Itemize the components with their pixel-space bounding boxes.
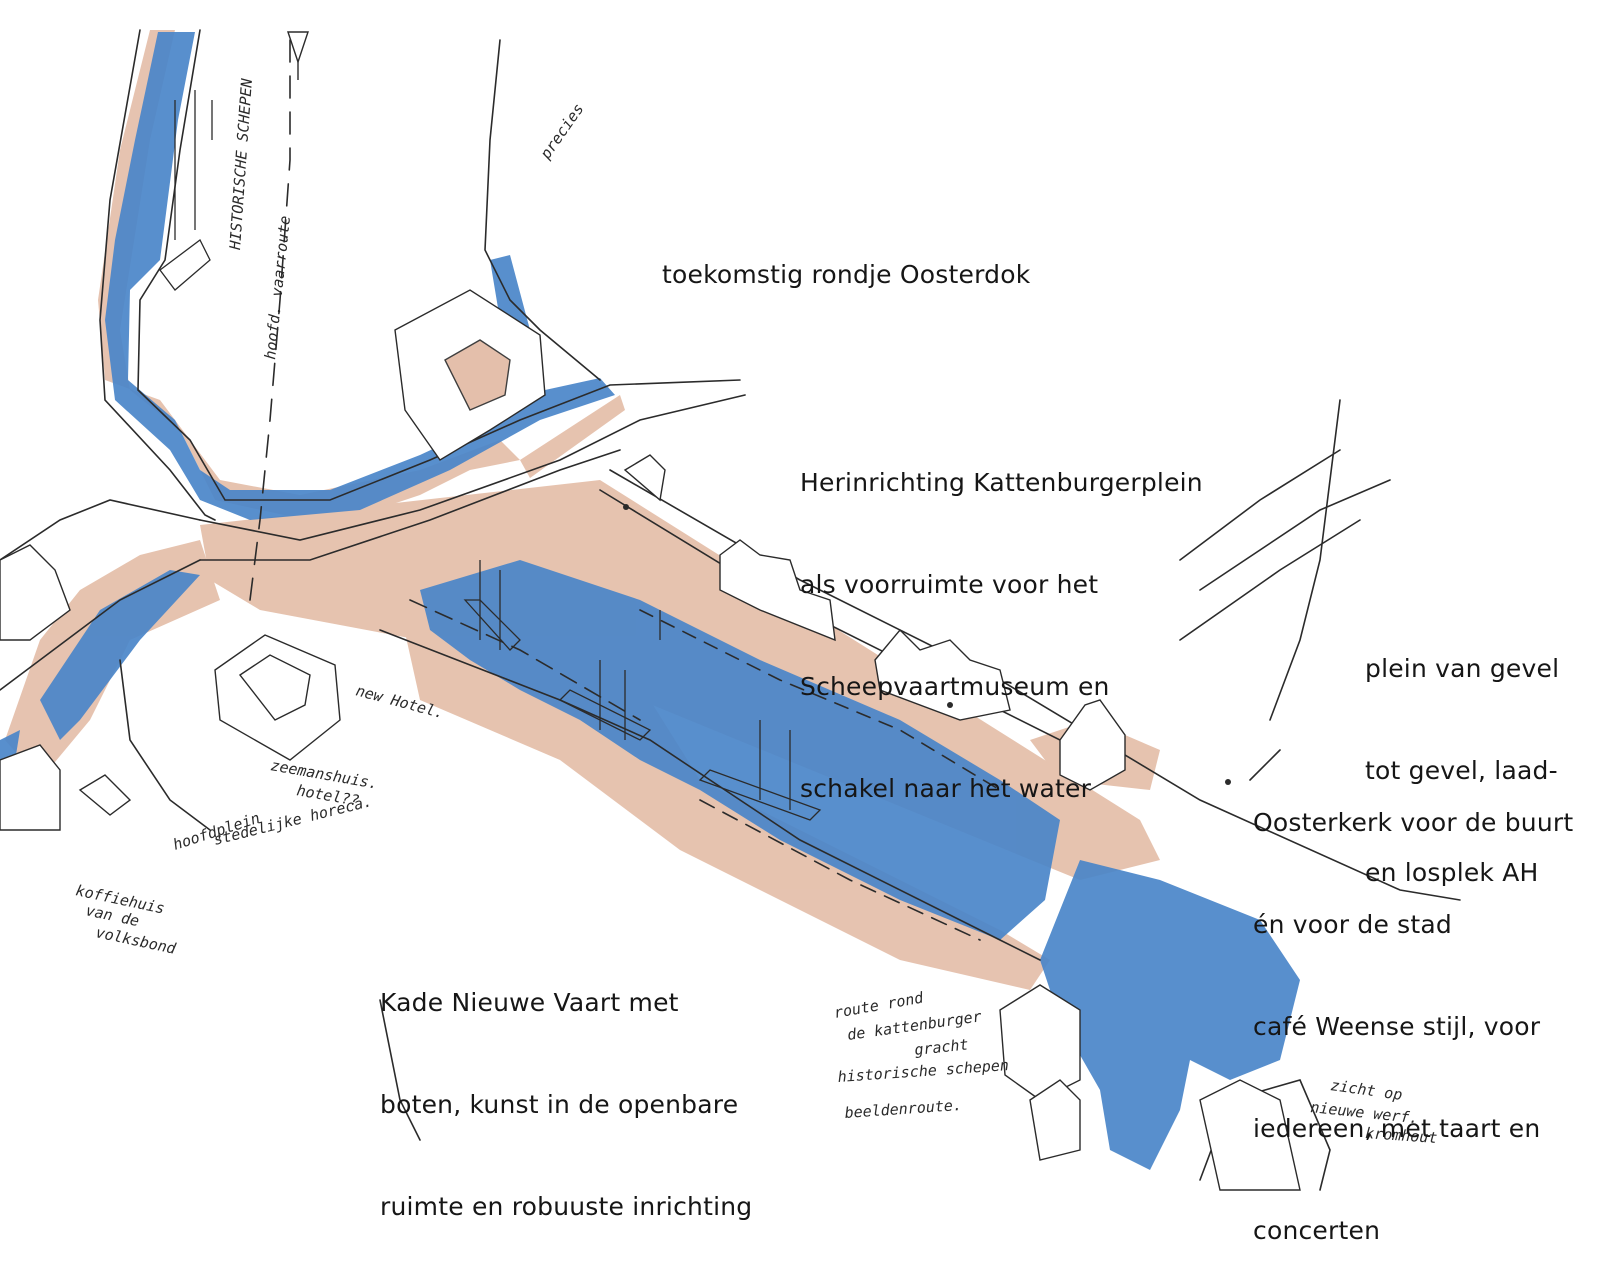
handwritten-route-3: gracht <box>914 1035 970 1059</box>
label-future-loop: toekomstig rondje Oosterdok <box>662 260 1031 289</box>
building-sketches <box>0 289 1301 1191</box>
handwritten-zicht-3: kromhout <box>1365 1124 1438 1147</box>
north-arrow-icon <box>287 31 309 80</box>
handwritten-historische-schepen: HISTORISCHE SCHEPEN <box>226 77 256 251</box>
handwritten-route-5: beeldenroute. <box>844 1096 962 1122</box>
label-kattenburgerplein: Herinrichting Kattenburgerplein als voor… <box>800 468 1203 803</box>
handwritten-route-4: historische schepen <box>837 1056 1009 1086</box>
label-oosterkerk: Oosterkerk voor de buurt én voor de stad… <box>1253 808 1574 1245</box>
boats <box>159 90 822 821</box>
pointer-dots <box>623 504 1231 785</box>
handwritten-precies: precies <box>536 100 588 163</box>
label-kade-nieuwe-vaart: Kade Nieuwe Vaart met boten, kunst in de… <box>380 988 753 1221</box>
handwritten-hoofd-vaarroute: hoofd. vaarroute <box>261 215 294 361</box>
sketch-map: HISTORISCHE SCHEPEN hoofd. vaarroute pre… <box>0 29 1461 1191</box>
oosterkerk-building <box>1059 699 1126 791</box>
label-plein-gevel: plein van gevel tot gevel, laad- en losp… <box>1365 654 1560 887</box>
